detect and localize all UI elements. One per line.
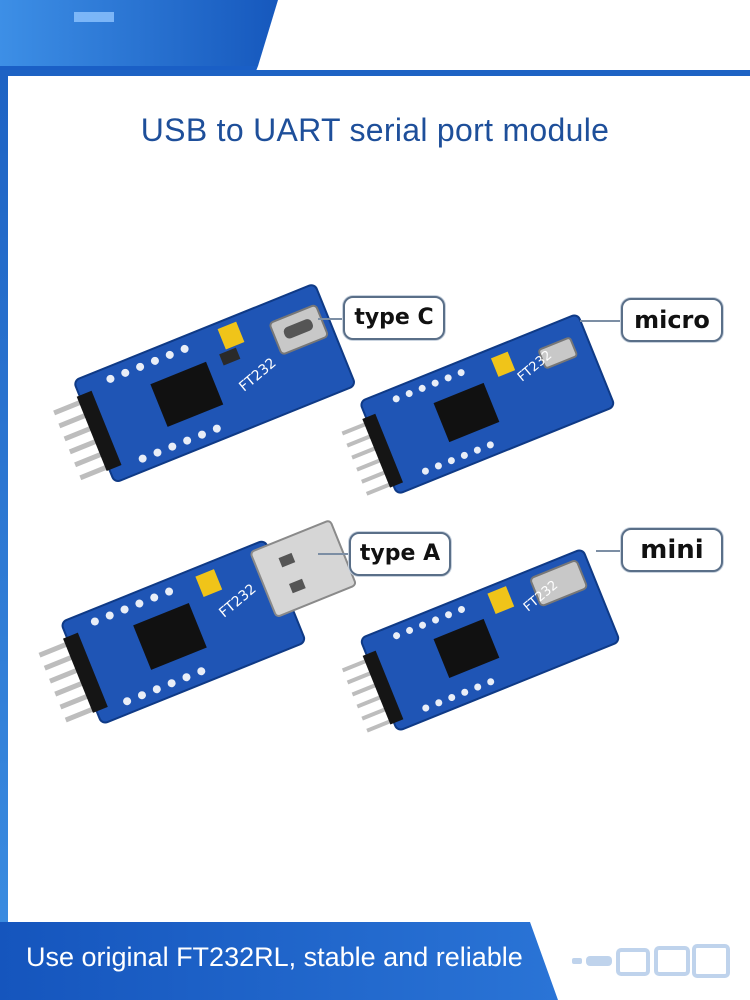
module-mini: FT232	[341, 530, 630, 750]
bottom-banner	[0, 922, 750, 1000]
callout-leader-micro	[580, 320, 622, 322]
module-type-a: FT232	[38, 500, 360, 740]
top-banner	[0, 0, 750, 76]
callout-type-c: type C	[343, 296, 445, 340]
callout-micro: micro	[621, 298, 723, 342]
brand-watermark-logo	[572, 944, 730, 978]
left-accent-rule	[0, 76, 8, 924]
module-type-c: FT232	[53, 270, 360, 500]
callout-type-a: type A	[349, 532, 451, 576]
module-micro: FT232	[341, 300, 620, 510]
callout-leader-type-c	[318, 318, 344, 320]
footer-tagline: Use original FT232RL, stable and reliabl…	[26, 942, 523, 972]
callout-mini: mini	[621, 528, 723, 572]
callout-leader-mini	[596, 550, 622, 552]
page-title: USB to UART serial port module	[140, 112, 610, 148]
callout-leader-type-a	[318, 553, 350, 555]
